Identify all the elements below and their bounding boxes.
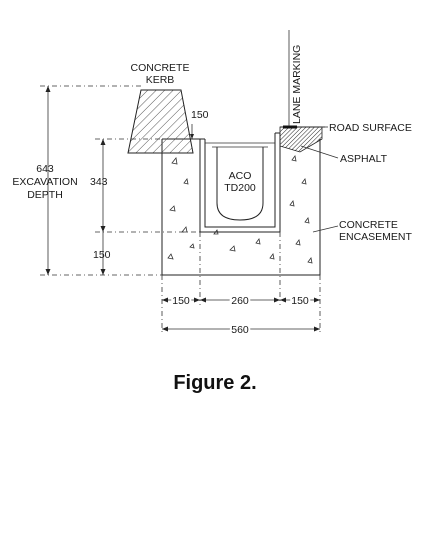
dim-base-thickness: 150 [93, 249, 111, 261]
aco-channel [199, 132, 281, 233]
channel-label-line1: ACO [229, 170, 252, 182]
lane-marking-stripe [283, 30, 297, 129]
vertical-dimensions [45, 86, 194, 275]
road-surface-label: ROAD SURFACE [329, 122, 412, 134]
concrete-encasement [161, 138, 321, 276]
horizontal-dimensions [162, 297, 320, 332]
dim-total-width: 560 [231, 324, 249, 336]
leader-lines [300, 126, 339, 233]
excavation-depth-value: 643 [36, 163, 54, 175]
figure-caption: Figure 2. [173, 372, 256, 394]
concrete-encasement-label-line2: ENCASEMENT [339, 231, 413, 243]
reference-lines [40, 85, 321, 335]
dim-kerb-height: 150 [191, 109, 209, 121]
dim-channel-width: 260 [231, 295, 249, 307]
dim-side-right: 150 [291, 295, 309, 307]
dim-channel-depth: 343 [90, 176, 108, 188]
concrete-kerb-label-line2: KERB [146, 74, 175, 86]
lane-marking-label: LANE MARKING [291, 45, 303, 124]
excavation-depth-label-line2: DEPTH [27, 189, 63, 201]
concrete-encasement-label-line1: CONCRETE [339, 219, 398, 231]
asphalt-label: ASPHALT [340, 153, 388, 165]
dim-side-left: 150 [172, 295, 190, 307]
asphalt-layer [279, 126, 325, 153]
concrete-kerb-label-line1: CONCRETE [131, 62, 190, 74]
channel-label-line2: TD200 [224, 182, 256, 194]
excavation-depth-label-line1: EXCAVATION [12, 176, 77, 188]
concrete-kerb [127, 89, 194, 154]
